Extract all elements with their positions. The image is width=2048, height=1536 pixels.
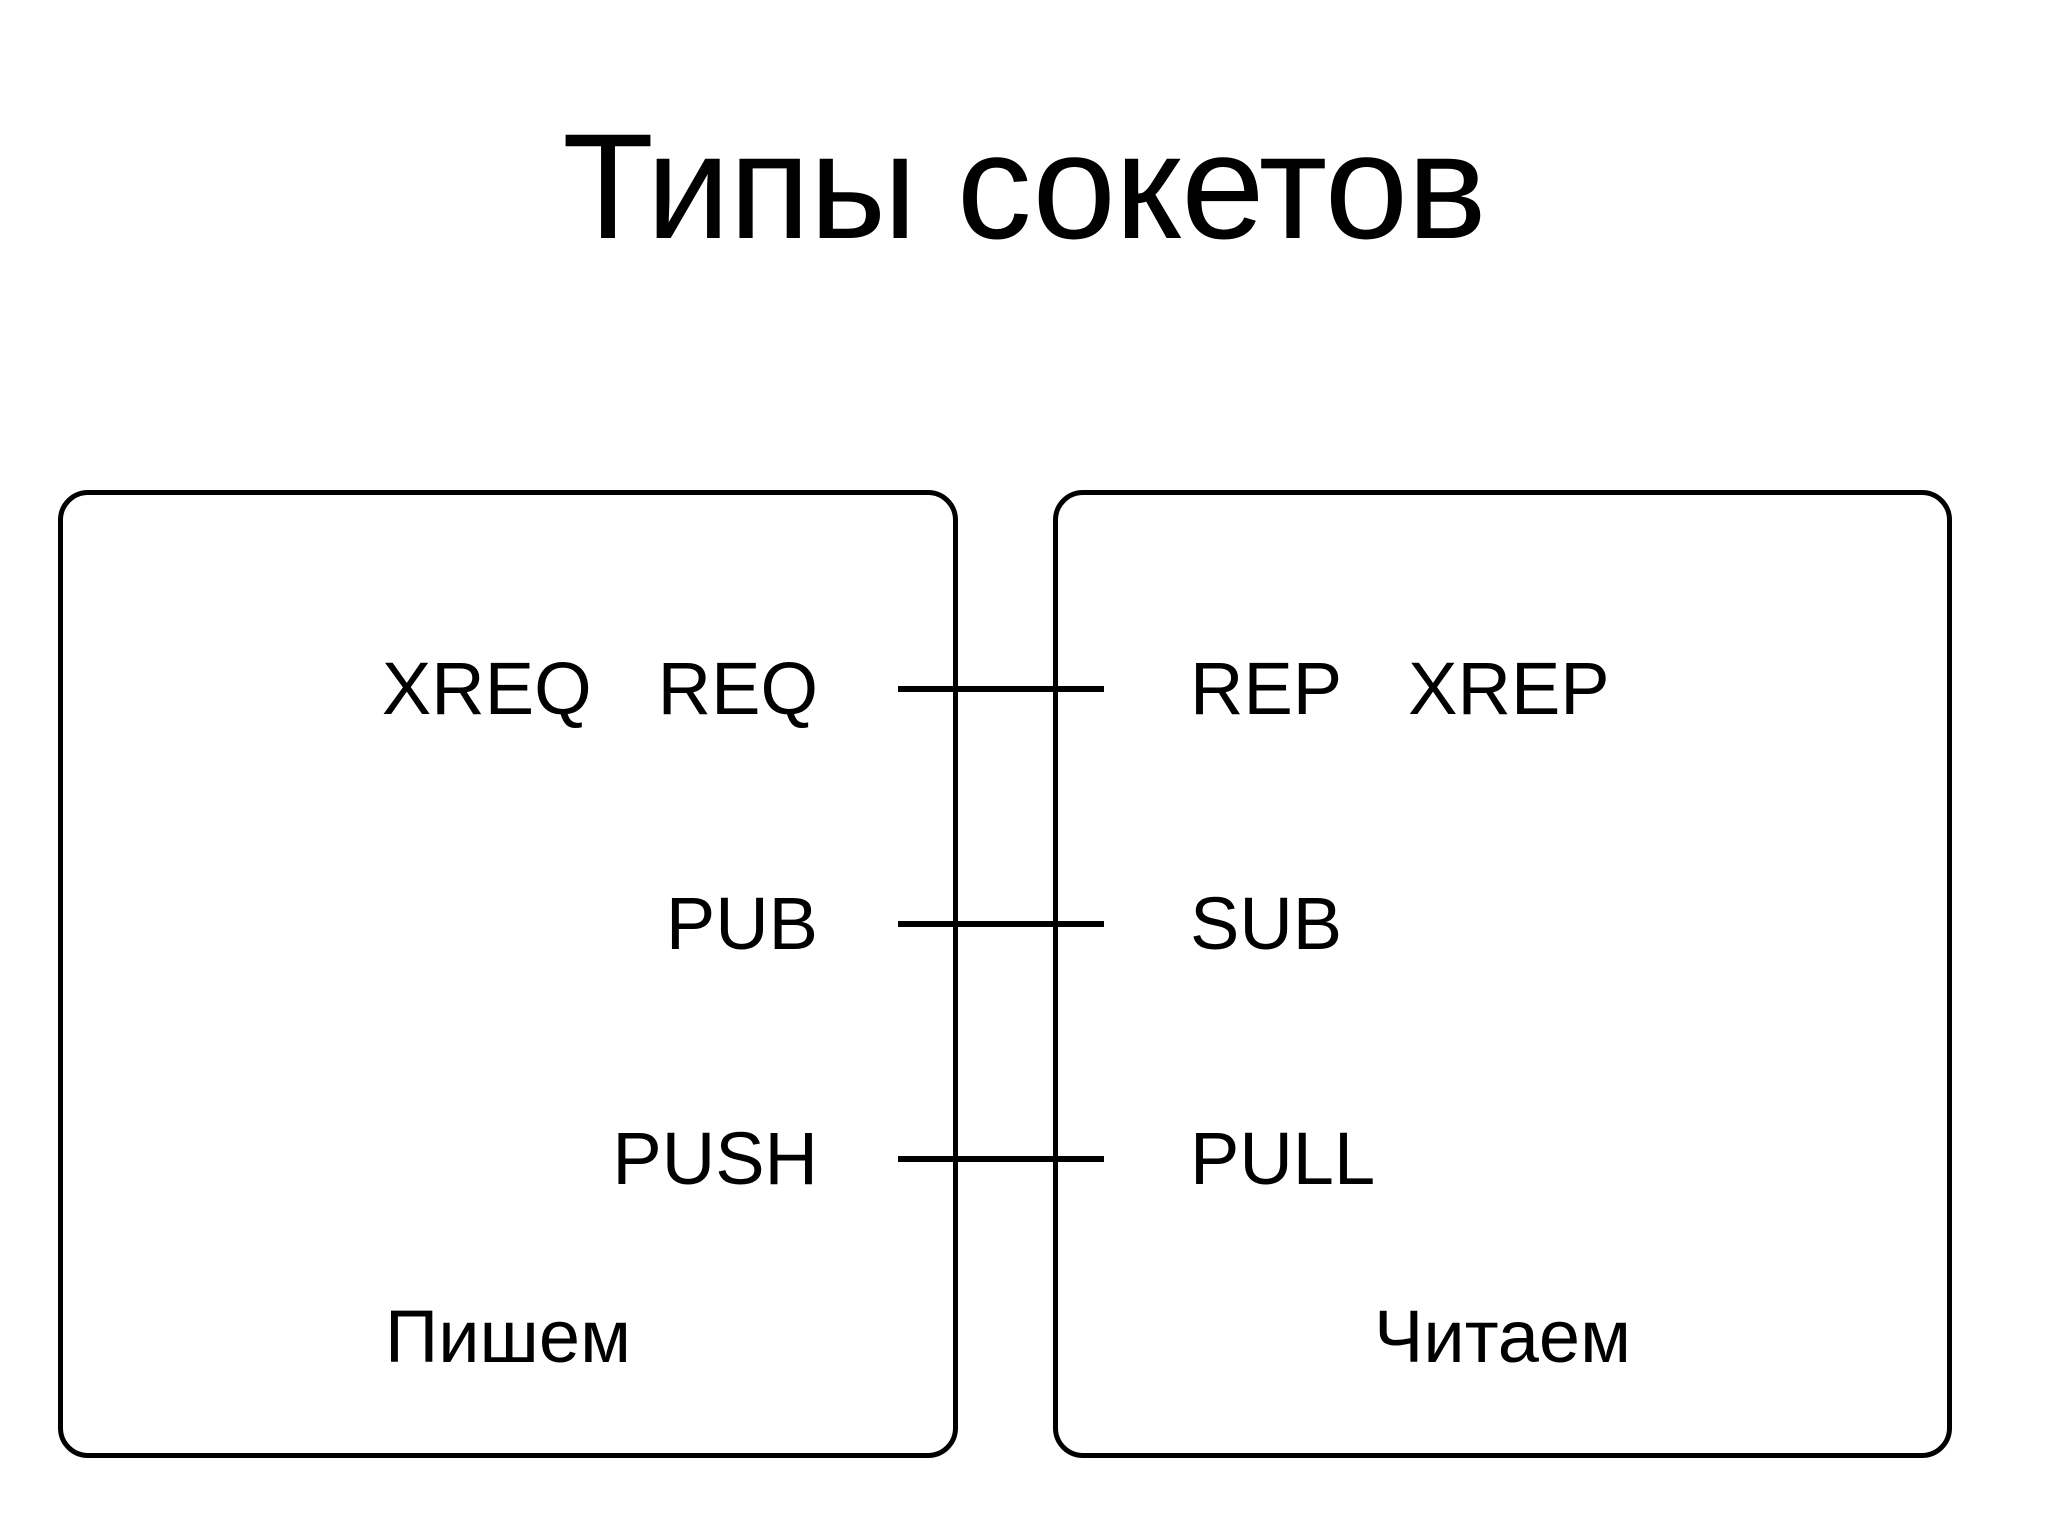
socket-row-push: PUSH [58, 1114, 818, 1204]
connector-pub-sub [898, 921, 1104, 927]
socket-label-xreq: XREQ [381, 647, 592, 730]
panel-write-caption: Пишем [385, 1295, 631, 1378]
socket-label-push: PUSH [612, 1117, 818, 1200]
socket-label-pub: PUB [665, 882, 818, 965]
panel-read-sockets [1053, 490, 1952, 1458]
socket-label-rep: REP [1190, 647, 1343, 730]
socket-label-sub: SUB [1190, 882, 1343, 965]
socket-label-xrep: XREP [1408, 647, 1610, 730]
socket-row-pub: PUB [58, 879, 818, 969]
socket-row-pull: PULL [1190, 1114, 1950, 1204]
connector-push-pull [898, 1156, 1104, 1162]
socket-row-rep: REP XREP [1190, 644, 1950, 734]
socket-row-req: XREQ REQ [58, 644, 818, 734]
panel-read-caption: Читаем [1374, 1295, 1631, 1378]
panel-write-sockets [58, 490, 958, 1458]
socket-label-pull: PULL [1190, 1117, 1376, 1200]
page-title: Типы сокетов [562, 102, 1487, 270]
socket-label-req: REQ [657, 647, 818, 730]
connector-req-rep [898, 686, 1104, 692]
socket-row-sub: SUB [1190, 879, 1950, 969]
